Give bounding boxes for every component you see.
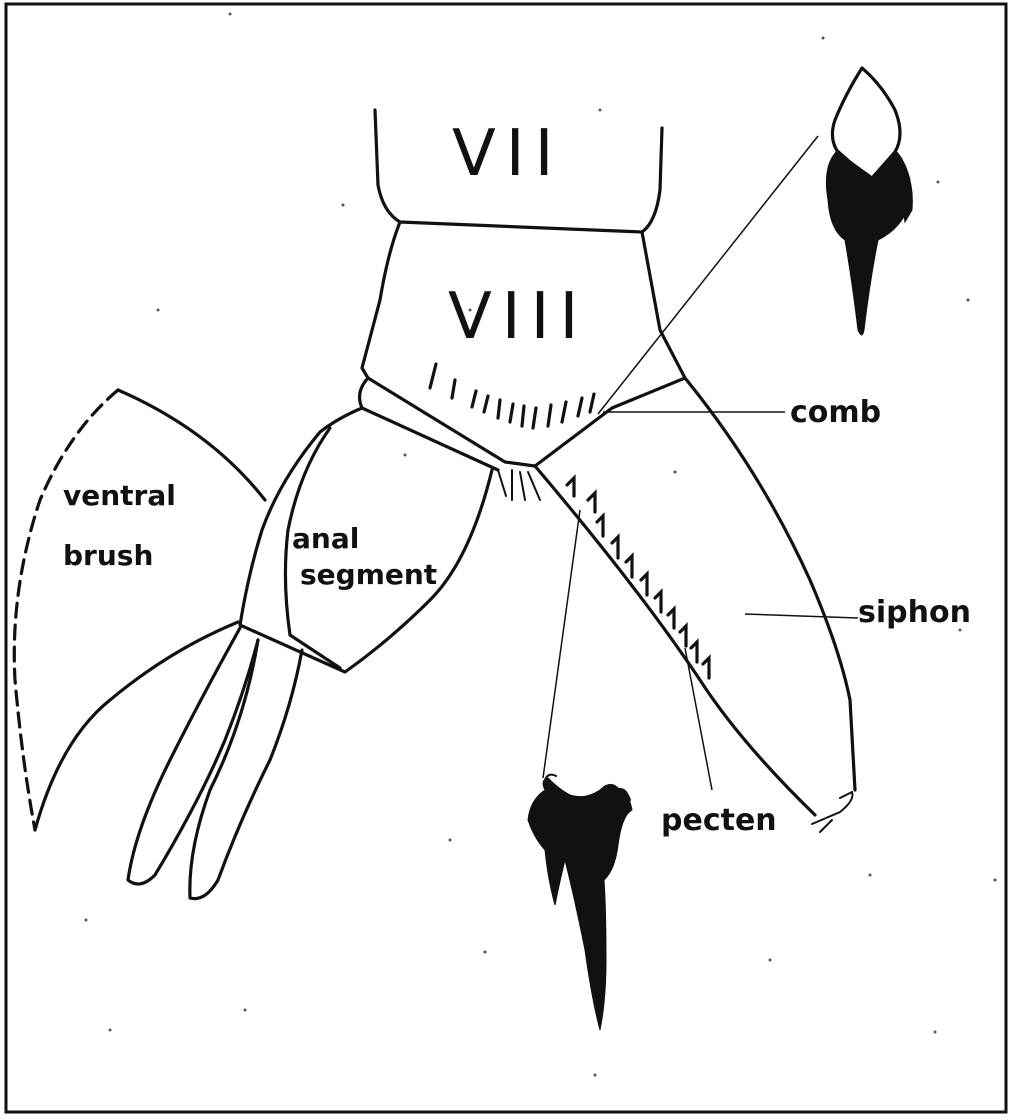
siphon-label: siphon: [858, 595, 971, 630]
anal-segment: [240, 378, 540, 672]
segment-seven: VII: [375, 110, 662, 232]
comb-scale-enlarged: [826, 68, 912, 335]
leader-pecten-to-enlarged: [543, 510, 580, 778]
segment-eight-label: VIII: [448, 280, 588, 354]
leader-siphon-label: [745, 614, 858, 618]
ventral-brush-label-line1: ventral: [63, 479, 176, 512]
ventral-brush-label-line2: brush: [63, 539, 153, 572]
comb-label: comb: [790, 395, 881, 430]
pecten-label: pecten: [661, 803, 777, 838]
segment-seven-label: VII: [452, 117, 564, 191]
leader-comb-scale-to-enlarged: [598, 136, 818, 414]
pecten-tooth-enlarged: [528, 775, 632, 1030]
ventral-brush: [14, 390, 265, 830]
siphon: [535, 378, 855, 832]
anal-segment-label-line1: anal: [292, 522, 359, 555]
leader-lines: [543, 136, 858, 790]
comb-scales: [430, 364, 594, 428]
pecten-teeth: [567, 478, 709, 678]
anal-segment-label-line2: segment: [300, 558, 437, 591]
